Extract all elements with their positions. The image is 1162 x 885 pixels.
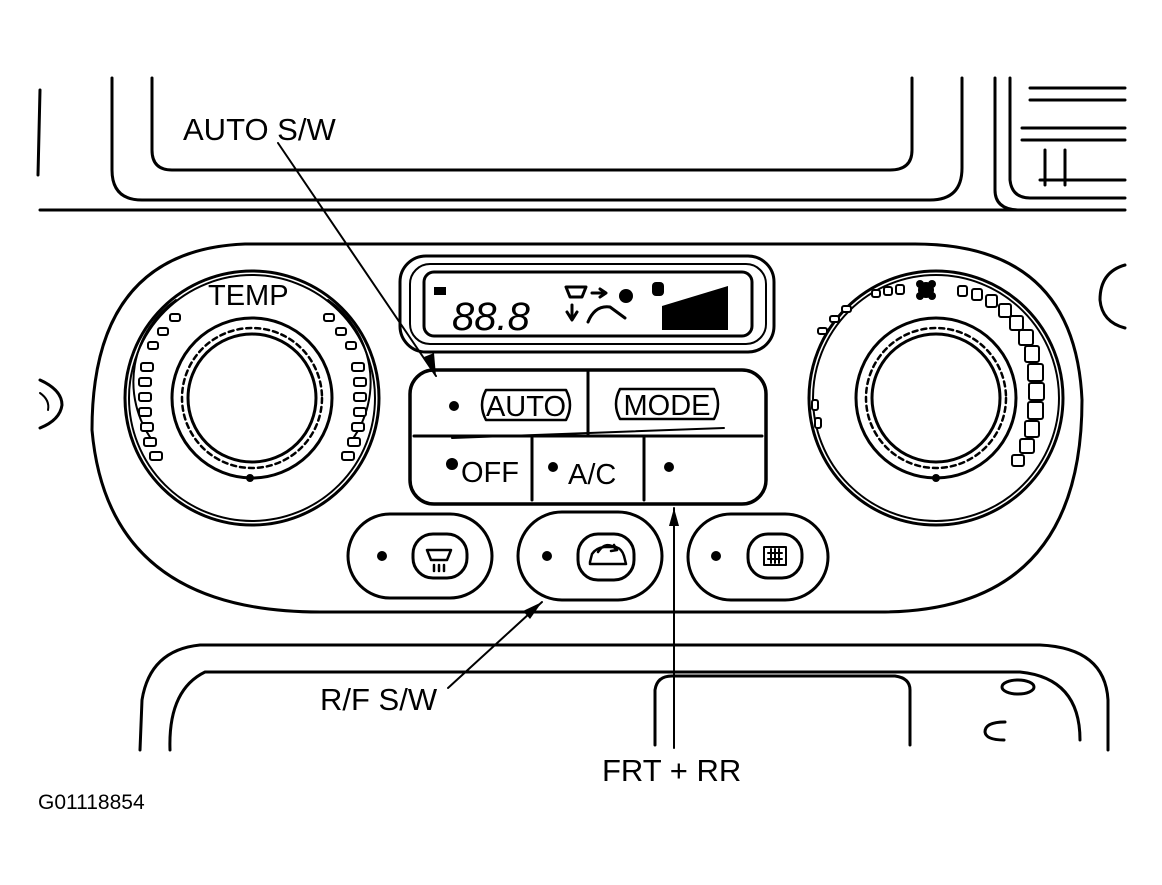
off-button-label: OFF: [461, 457, 519, 489]
lower-console: [138, 643, 1110, 752]
air-vent: [1020, 86, 1127, 330]
control-panel-housing: [90, 242, 1084, 614]
front-defrost-button[interactable]: [346, 512, 494, 600]
temp-label: TEMP: [208, 280, 289, 312]
ac-button[interactable]: [548, 462, 558, 472]
recirculation-icon: [588, 543, 628, 566]
rear-defrost-button[interactable]: [686, 512, 830, 602]
lcd-fan-level-icon: [652, 282, 664, 296]
auto-button-label: AUTO: [486, 391, 566, 423]
temp-knob[interactable]: [123, 269, 381, 527]
figure-id: G01118854: [38, 791, 145, 814]
lcd-display: [398, 254, 776, 354]
rf-sw-callout: R/F S/W: [320, 682, 438, 717]
mode-button[interactable]: [614, 387, 720, 421]
fan-speed-knob[interactable]: [807, 269, 1065, 527]
rf-sw-leader: [447, 601, 543, 689]
mode-button-label: MODE: [624, 390, 711, 422]
rear-defrost-icon: [763, 546, 787, 566]
ac-button-label: A/C: [568, 459, 616, 491]
front-defrost-icon: [425, 548, 453, 573]
auto-sw-leader: [277, 142, 437, 377]
display-temperature: 88.8: [452, 295, 531, 339]
frt-rr-button[interactable]: [664, 462, 674, 472]
dashboard-bezel: [36, 76, 1127, 212]
left-edge-fragment: [38, 378, 64, 430]
temp-scale-ticks: [138, 313, 367, 461]
lcd-fan-level-bar: [662, 286, 728, 330]
auto-button[interactable]: [449, 388, 572, 422]
leader-lines: [277, 142, 675, 749]
fan-speed-scale: [811, 284, 1045, 467]
auto-sw-callout: AUTO S/W: [183, 112, 336, 147]
leader-arrowheads: [424, 353, 679, 619]
frt-rr-callout: FRT + RR: [602, 753, 742, 788]
lcd-airflow-icon: [564, 285, 627, 324]
fan-icon: [916, 280, 936, 300]
button-cluster: [408, 368, 768, 506]
recirculation-button[interactable]: [516, 510, 664, 602]
off-button[interactable]: [446, 458, 458, 470]
lcd-indicator-icon: [434, 287, 446, 295]
